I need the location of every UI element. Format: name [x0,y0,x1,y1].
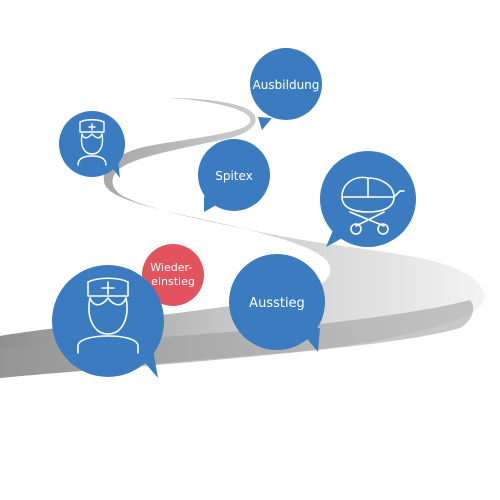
wiedereinstieg-label: Wieder- einstieg [150,261,196,288]
wiedereinstieg-bubble: Wieder- einstieg [142,244,204,306]
ausbildung-bubble: Ausbildung [250,48,322,130]
spitex-label: Spitex [215,169,253,183]
wiedereinstieg-line1: Wieder- [150,261,192,274]
nurse-bubble-large [52,265,164,378]
road-surface [0,98,485,378]
ausbildung-label: Ausbildung [253,78,320,92]
wiedereinstieg-line2: einstieg [151,275,195,288]
ausstieg-label: Ausstieg [249,296,305,311]
stroller-bubble [320,151,416,247]
baby-stroller-icon [341,176,405,235]
nurse-icon [77,119,107,166]
ausstieg-bubble: Ausstieg [229,254,325,352]
spitex-bubble: Spitex [198,139,270,212]
nurse-icon [77,277,139,354]
nurse-bubble-small [59,111,125,178]
